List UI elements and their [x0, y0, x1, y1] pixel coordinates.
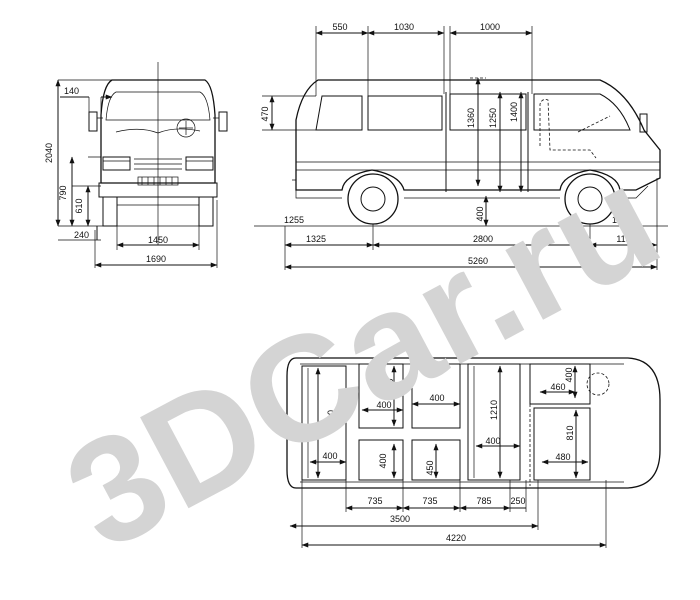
side-skirt — [292, 179, 649, 199]
dim-window-470: 470 — [260, 106, 270, 121]
seat-row2-lower — [358, 439, 404, 481]
dim-seat-840: 840 — [385, 378, 395, 393]
watermark-text: 3DCar.ru — [40, 133, 684, 582]
seat-row2b-lower — [411, 439, 461, 481]
dim-top-1030: 1030 — [394, 22, 414, 32]
watermark: 3DCar.ru — [40, 133, 684, 582]
seat-row2b-upper — [411, 363, 461, 429]
dim-front-seat-460: 460 — [550, 382, 565, 392]
dim-height-790: 790 — [58, 185, 68, 200]
dim-cabin-4220: 4220 — [446, 533, 466, 543]
plan-view: 1360 400 840 400 400 400 450 1210 400 40… — [286, 357, 661, 548]
front-view: 140 2040 790 610 240 1450 1690 — [44, 62, 228, 268]
dim-front-seat-400: 400 — [564, 367, 574, 382]
side-front-door-window — [533, 93, 631, 131]
dim-pitch-250: 250 — [510, 496, 525, 506]
front-body-outline — [100, 79, 216, 184]
plan-steering-wheel — [586, 372, 610, 396]
rear-wheel — [347, 173, 399, 225]
dim-door-1250: 1250 — [488, 108, 498, 128]
side-window-3 — [449, 93, 527, 131]
dim-track: 1450 — [148, 235, 168, 245]
dim-seat-400-c: 400 — [378, 453, 388, 468]
dim-door-1360: 1360 — [466, 108, 476, 128]
dim-length: 5260 — [468, 256, 488, 266]
dim-front-bench-480: 480 — [555, 452, 570, 462]
dim-height-610: 610 — [74, 198, 84, 213]
dim-bench3-width: 400 — [485, 436, 500, 446]
front-right-wheel — [198, 196, 214, 227]
driver-seat — [539, 99, 597, 159]
dim-door-1400: 1400 — [509, 102, 519, 122]
dim-seat-400-b: 400 — [429, 393, 444, 403]
middle-bench — [467, 363, 521, 481]
dim-step-400: 400 — [475, 206, 485, 221]
dim-mirror-width: 140 — [64, 86, 79, 96]
dim-top-550: 550 — [332, 22, 347, 32]
dim-bench3-length: 1210 — [489, 400, 499, 420]
front-bench — [533, 407, 591, 481]
seat-row2-upper — [358, 363, 404, 429]
dim-wheelbase: 2800 — [473, 234, 493, 244]
dim-pitch-785: 785 — [476, 496, 491, 506]
dim-bench1-width: 400 — [322, 451, 337, 461]
left-mirror — [88, 111, 98, 132]
side-window-1 — [315, 95, 363, 131]
dim-ground-240: 240 — [74, 230, 89, 240]
front-windshield — [105, 91, 211, 121]
side-window-2 — [367, 95, 443, 131]
dim-pitch-735-a: 735 — [367, 496, 382, 506]
dim-bench1-length: 1360 — [326, 410, 336, 430]
rear-bench — [301, 365, 347, 481]
dim-cabin-3500: 3500 — [390, 514, 410, 524]
dim-width: 1690 — [146, 254, 166, 264]
dim-rear-overhang-lower: 1065 — [612, 215, 632, 225]
sliding-door — [445, 92, 529, 192]
dim-seat-400-a: 400 — [376, 400, 391, 410]
dim-total-height: 2040 — [44, 143, 54, 163]
front-left-wheel — [102, 196, 118, 227]
dim-front-overhang-lower: 1255 — [284, 215, 304, 225]
side-view: 550 1030 1000 470 1360 1250 1400 400 125… — [254, 22, 668, 270]
dim-seat-450: 450 — [425, 460, 435, 475]
dim-front-bench-810: 810 — [565, 425, 575, 440]
front-steering-wheel — [176, 118, 196, 138]
plan-body-outline — [286, 357, 661, 489]
left-headlight — [102, 156, 131, 171]
right-mirror — [218, 111, 228, 132]
dim-pitch-735-b: 735 — [422, 496, 437, 506]
dim-front-overhang: 1325 — [306, 234, 326, 244]
side-mirror — [639, 113, 648, 133]
right-headlight — [185, 156, 214, 171]
dim-top-1000: 1000 — [480, 22, 500, 32]
dim-rear-overhang: 1135 — [616, 234, 635, 244]
